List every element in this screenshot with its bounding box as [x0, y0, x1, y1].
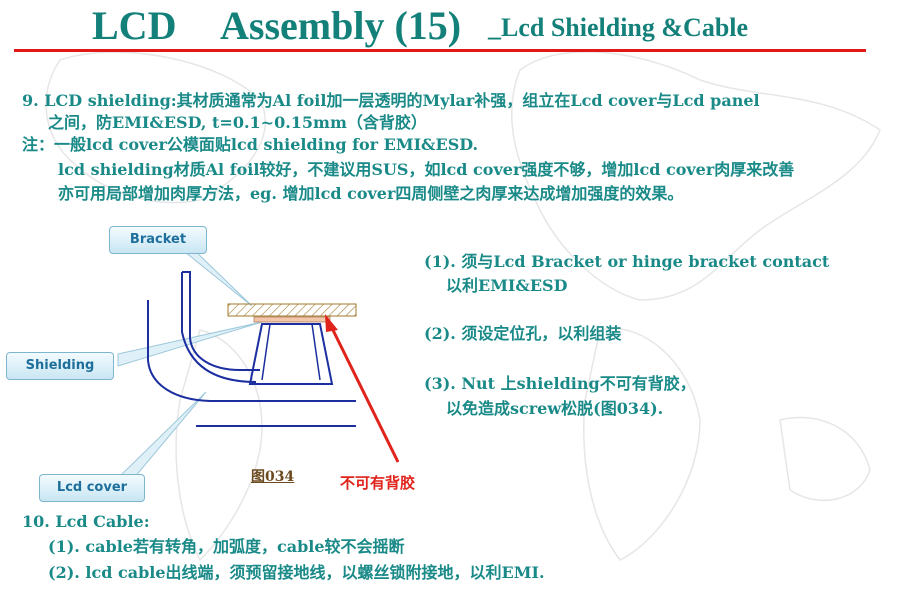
warning-arrowhead	[325, 314, 338, 332]
shielding-layer	[253, 316, 331, 323]
nut-boss-inner	[261, 323, 321, 381]
title-subtitle: _Lcd Shielding &Cable	[488, 13, 749, 42]
point3-line1: (3). Nut 上shielding不可有背胶，	[424, 374, 696, 393]
point3-line2: 以免造成screw松脱(图034).	[446, 399, 664, 418]
shielding-diagram	[117, 247, 400, 479]
lcd-cover-outline	[147, 300, 356, 402]
lcd-cover-outer-wall	[181, 272, 257, 383]
point1-line2: 以利EMI&ESD	[446, 276, 568, 295]
lcd-cover-pointer	[118, 391, 207, 479]
section10-heading: 10. Lcd Cable:	[22, 512, 150, 531]
figure-label: 图034	[251, 469, 295, 485]
no-adhesive-warning: 不可有背胶	[340, 474, 416, 492]
warning-arrow	[328, 323, 400, 463]
shielding-callout: Shielding	[6, 352, 114, 380]
nut-boss	[248, 323, 334, 385]
section10-item2: (2). lcd cable出线端，须预留接地线，以螺丝锁附接地，以利EMI.	[48, 563, 545, 582]
point1-line1: (1). 须与Lcd Bracket or hinge bracket cont…	[424, 252, 830, 271]
title-assembly: Assembly (15)	[220, 3, 462, 48]
section9-note2: lcd shielding材质Al foil较好，不建议用SUS，如lcd co…	[58, 160, 795, 179]
section9-line2: 之间，防EMI&ESD, t=0.1~0.15mm（含背胶）	[48, 113, 427, 132]
lcd-cover-callout: Lcd cover	[39, 474, 145, 502]
section9-line1: 9. LCD shielding:其材质通常为Al foil加一层透明的Myla…	[22, 91, 760, 110]
lcd-cover-inner	[182, 271, 260, 371]
title-underline	[14, 49, 866, 52]
bracket-plate	[227, 303, 357, 317]
title-lcd: LCD	[92, 3, 177, 48]
section9-note3: 亦可用局部增加肉厚方法，eg. 增加lcd cover四周侧壁之肉厚来达成增加强…	[58, 184, 684, 203]
section9-note1: 注：一般lcd cover公模面贴lcd shielding for EMI&E…	[22, 135, 479, 154]
section10-item1: (1). cable若有转角，加弧度，cable较不会摇断	[48, 537, 405, 556]
bracket-callout: Bracket	[109, 226, 207, 254]
point2: (2). 须设定位孔，以利组装	[424, 324, 622, 343]
page-title: LCD Assembly (15) _Lcd Shielding &Cable	[60, 2, 860, 48]
